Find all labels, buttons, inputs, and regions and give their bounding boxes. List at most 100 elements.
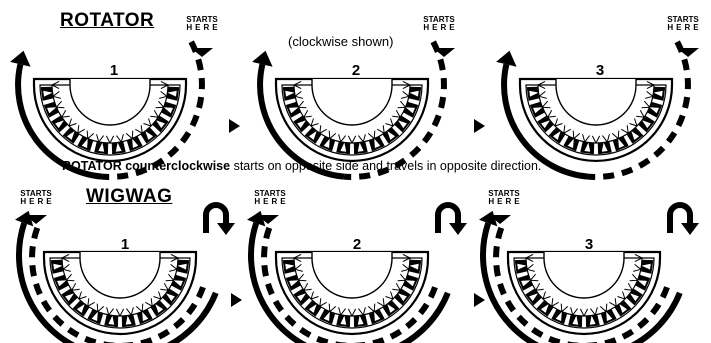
rotator-3-spike [582,134,590,143]
rotator-1-reflector [98,142,105,152]
wigwag-2-reflector [409,263,419,270]
wigwag-2-reflector [405,280,415,287]
rotator-3-reflector [567,138,574,148]
wigwag-3-spike [560,303,569,312]
wigwag-3-reflector [637,280,647,287]
rotator-1-reflector [47,107,57,114]
wigwag-1-spike [62,264,71,272]
rotator-2-spike [328,130,337,139]
wigwag-row [15,202,699,343]
rotator-2-reflector [323,138,330,148]
wigwag-2-spike [338,307,346,316]
wigwag-3-spike [570,307,578,316]
wigwag-2-spike [358,307,366,316]
rotator-2-spike [347,135,357,144]
wigwag-3-spike [634,253,643,263]
rotator-direction-note: (clockwise shown) [288,34,394,49]
rotator-2-reflector [340,142,347,152]
rotator-1-center-cap [69,79,151,126]
wigwag-2-reflector [289,280,299,287]
rotator-2-spike [310,118,319,127]
wigwag-3-spike [609,298,617,307]
caption-bold: ROTATOR counterclockwise [62,159,231,173]
rotator-1-solid-path [15,63,103,180]
wigwag-3-start-marker [489,215,511,224]
wigwag-2-spike [310,291,319,300]
wigwag-step-arrow-2 [474,293,485,307]
wigwag-1-dashed-path [29,226,208,343]
wigwag-3-inner-ring [525,257,643,317]
rotator-2-spike [293,80,302,90]
wigwag-2-reflector [285,263,295,270]
rotator-2-spike [319,125,327,134]
wigwag-1-spike [61,253,70,263]
rotator-3-start-marker [677,48,699,57]
rotator-1-reflector [132,138,139,148]
wigwag-2-hook-arrowhead [449,223,467,235]
wigwag-2-spike [367,303,376,312]
rotator-1-spike [155,100,164,109]
rotator-2-reflector [289,107,299,114]
rotator-3-spike [621,125,629,134]
wigwag-3-spike [590,307,598,316]
wigwag-2-direction-arrowhead [247,210,266,227]
rotator-1-spike [52,91,61,99]
rotator-3-reflector [533,107,543,114]
wigwag-3-reflector [572,315,579,325]
caption: ROTATOR counterclockwise starts on oppos… [62,159,541,173]
rotator-1-spike [61,110,70,118]
rotator-1-spike [68,118,77,127]
wigwag-1-reflector [166,293,175,302]
rotator-2-spike [402,80,411,90]
rotator-1-reflector [163,107,173,114]
rotator-2-spike [303,110,312,118]
rotator-2-inner-ring [293,84,411,144]
rotator-2-reflector [285,90,295,97]
rotator-2-spike [397,100,406,109]
rotator-1-reflector [115,142,122,152]
rotator-1-spike [143,118,152,127]
rotator-1-reflector [167,90,177,97]
wigwag-1-spike [169,264,178,272]
wigwag-2-start-marker [257,215,279,224]
wigwag-1-hook-arrowhead [217,223,235,235]
wigwag-1-lightbar-rim [49,257,191,329]
rotator-1-reflector [156,120,165,129]
wigwag-2-spike [385,291,394,300]
rotator-3-reflector [642,120,651,129]
rotator-1-start-marker [191,48,213,57]
rotator-2-solid-path [257,63,345,180]
wigwag-1-spike [170,253,179,263]
wigwag-2-spike [328,303,337,312]
rotator-2-spike [367,130,376,139]
wigwag-2-reflector [297,293,306,302]
wigwag-3-lightbar-rim [513,257,655,329]
wigwag-1-reflector [125,315,132,325]
rotator-3-center-cap [555,79,637,126]
rotator-1-direction-arrowhead [10,50,31,67]
rotator-3-spike [602,134,610,143]
rotator-3-spike [641,100,650,109]
rotator-2-reflector [374,138,381,148]
rotator-step-arrow-2 [474,119,485,133]
wigwag-3-return-hook [667,202,693,233]
rotator-1-spike [86,130,95,139]
wigwag-2-spike [377,298,385,307]
wigwag-1-reflector [57,280,67,287]
wigwag-3-reflector [521,280,531,287]
rotator-3-lightbar-rim [525,84,667,156]
wigwag-1-spike [115,308,125,317]
rotator-1-reflector [145,131,154,140]
wigwag-3-center-cap [543,252,625,299]
rotator-3-spike [542,100,551,109]
rotator-2-direction-arrowhead [252,50,273,67]
rotator-step-number-3: 3 [595,62,605,79]
wigwag-2-spike [347,308,357,317]
rotator-1-spike [159,91,168,99]
wigwag-2-spike [294,264,303,272]
wigwag-1-spike [153,291,162,300]
wigwag-1-spike [160,283,169,291]
rotator-3-reflector [601,142,608,152]
rotator-2-center-cap [311,79,393,126]
rotator-3-reflector [541,120,550,129]
